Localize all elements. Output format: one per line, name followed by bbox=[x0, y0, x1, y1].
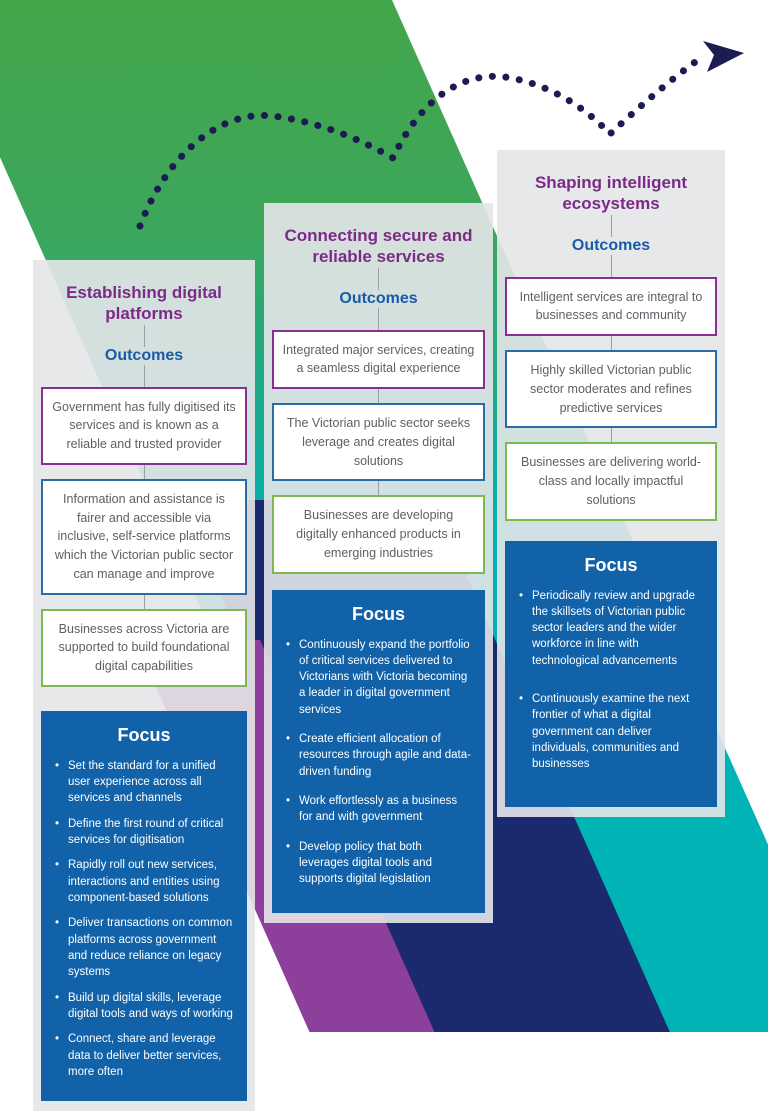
focus-bullet: Connect, share and leverage data to deli… bbox=[53, 1031, 235, 1080]
outcome-text: Businesses across Victoria are supported… bbox=[58, 621, 230, 674]
phase-card-shaping: Shaping intelligent ecosystems Outcomes … bbox=[497, 150, 725, 817]
outcome-box: The Victorian public sector seeks levera… bbox=[272, 403, 485, 482]
outcome-box: Highly skilled Victorian public sector m… bbox=[505, 350, 717, 429]
outcome-box: Businesses are delivering world-class an… bbox=[505, 442, 717, 521]
focus-bullet: Develop policy that both leverages digit… bbox=[284, 839, 473, 888]
focus-panel: Focus Periodically review and upgrade th… bbox=[505, 540, 717, 807]
focus-bullet: Define the first round of critical servi… bbox=[53, 816, 235, 849]
focus-bullet: Create efficient allocation of resources… bbox=[284, 731, 473, 780]
connector-line bbox=[143, 594, 145, 609]
connector-line bbox=[143, 324, 145, 347]
focus-bullet: Set the standard for a unified user expe… bbox=[53, 758, 235, 807]
connector-line bbox=[610, 254, 612, 277]
focus-panel: Focus Set the standard for a unified use… bbox=[41, 710, 247, 1102]
outcome-text: Integrated major services, creating a se… bbox=[282, 342, 475, 376]
outcome-text: The Victorian public sector seeks levera… bbox=[286, 416, 471, 468]
outcome-text: Intelligent services are integral to bus… bbox=[519, 289, 703, 323]
focus-bullet: Periodically review and upgrade the skil… bbox=[517, 588, 705, 670]
digital-strategy-infographic: { "colors": { "band_green": "#43a64a", "… bbox=[0, 0, 768, 1049]
outcome-box: Intelligent services are integral to bus… bbox=[505, 276, 717, 336]
connector-line bbox=[610, 428, 612, 443]
connector-line bbox=[143, 464, 145, 479]
connector-line bbox=[610, 336, 612, 350]
focus-bullet: Deliver transactions on common platforms… bbox=[53, 915, 235, 980]
focus-bullet-list: Set the standard for a unified user expe… bbox=[53, 758, 235, 1081]
phase-title: Establishing digital platforms bbox=[66, 283, 222, 324]
outcome-text: Government has fully digitised its servi… bbox=[52, 399, 236, 452]
focus-bullet: Continuously examine the next frontier o… bbox=[517, 691, 705, 773]
focus-heading: Focus bbox=[584, 554, 638, 575]
outcome-box: Information and assistance is fairer and… bbox=[41, 478, 247, 595]
outcome-text: Information and assistance is fairer and… bbox=[54, 491, 234, 581]
focus-heading: Focus bbox=[117, 724, 171, 745]
outcomes-heading: Outcomes bbox=[339, 289, 418, 307]
outcome-box: Integrated major services, creating a se… bbox=[272, 329, 485, 389]
connector-line bbox=[610, 214, 612, 237]
focus-bullet: Work effortlessly as a business for and … bbox=[284, 793, 473, 826]
focus-panel: Focus Continuously expand the portfolio … bbox=[272, 589, 485, 913]
focus-bullet: Continuously expand the portfolio of cri… bbox=[284, 637, 473, 719]
focus-bullet-list: Continuously expand the portfolio of cri… bbox=[284, 637, 473, 888]
focus-bullet-list: Periodically review and upgrade the skil… bbox=[517, 588, 705, 773]
connector-line bbox=[378, 481, 379, 496]
phase-card-establishing: Establishing digital platforms Outcomes … bbox=[33, 260, 255, 1111]
outcomes-heading: Outcomes bbox=[104, 346, 184, 364]
connector-line bbox=[378, 267, 379, 290]
outcomes-heading: Outcomes bbox=[571, 236, 651, 254]
outcome-text: Businesses are developing digitally enha… bbox=[296, 508, 461, 560]
focus-bullet: Build up digital skills, leverage digita… bbox=[53, 990, 235, 1023]
phase-title: Shaping intelligent ecosystems bbox=[534, 173, 688, 214]
connector-line bbox=[378, 307, 379, 330]
connector-line bbox=[378, 389, 379, 403]
focus-bullet: Rapidly roll out new services, interacti… bbox=[53, 857, 235, 906]
outcome-text: Highly skilled Victorian public sector m… bbox=[530, 363, 692, 415]
focus-heading: Focus bbox=[351, 603, 405, 624]
outcome-box: Businesses across Victoria are supported… bbox=[41, 608, 247, 687]
phase-title: Connecting secure and reliable services bbox=[284, 226, 473, 267]
phase-card-connecting: Connecting secure and reliable services … bbox=[264, 203, 493, 923]
connector-line bbox=[143, 364, 145, 387]
outcome-text: Businesses are delivering world-class an… bbox=[521, 455, 701, 507]
outcome-box: Businesses are developing digitally enha… bbox=[272, 495, 485, 574]
outcome-box: Government has fully digitised its servi… bbox=[41, 386, 247, 465]
